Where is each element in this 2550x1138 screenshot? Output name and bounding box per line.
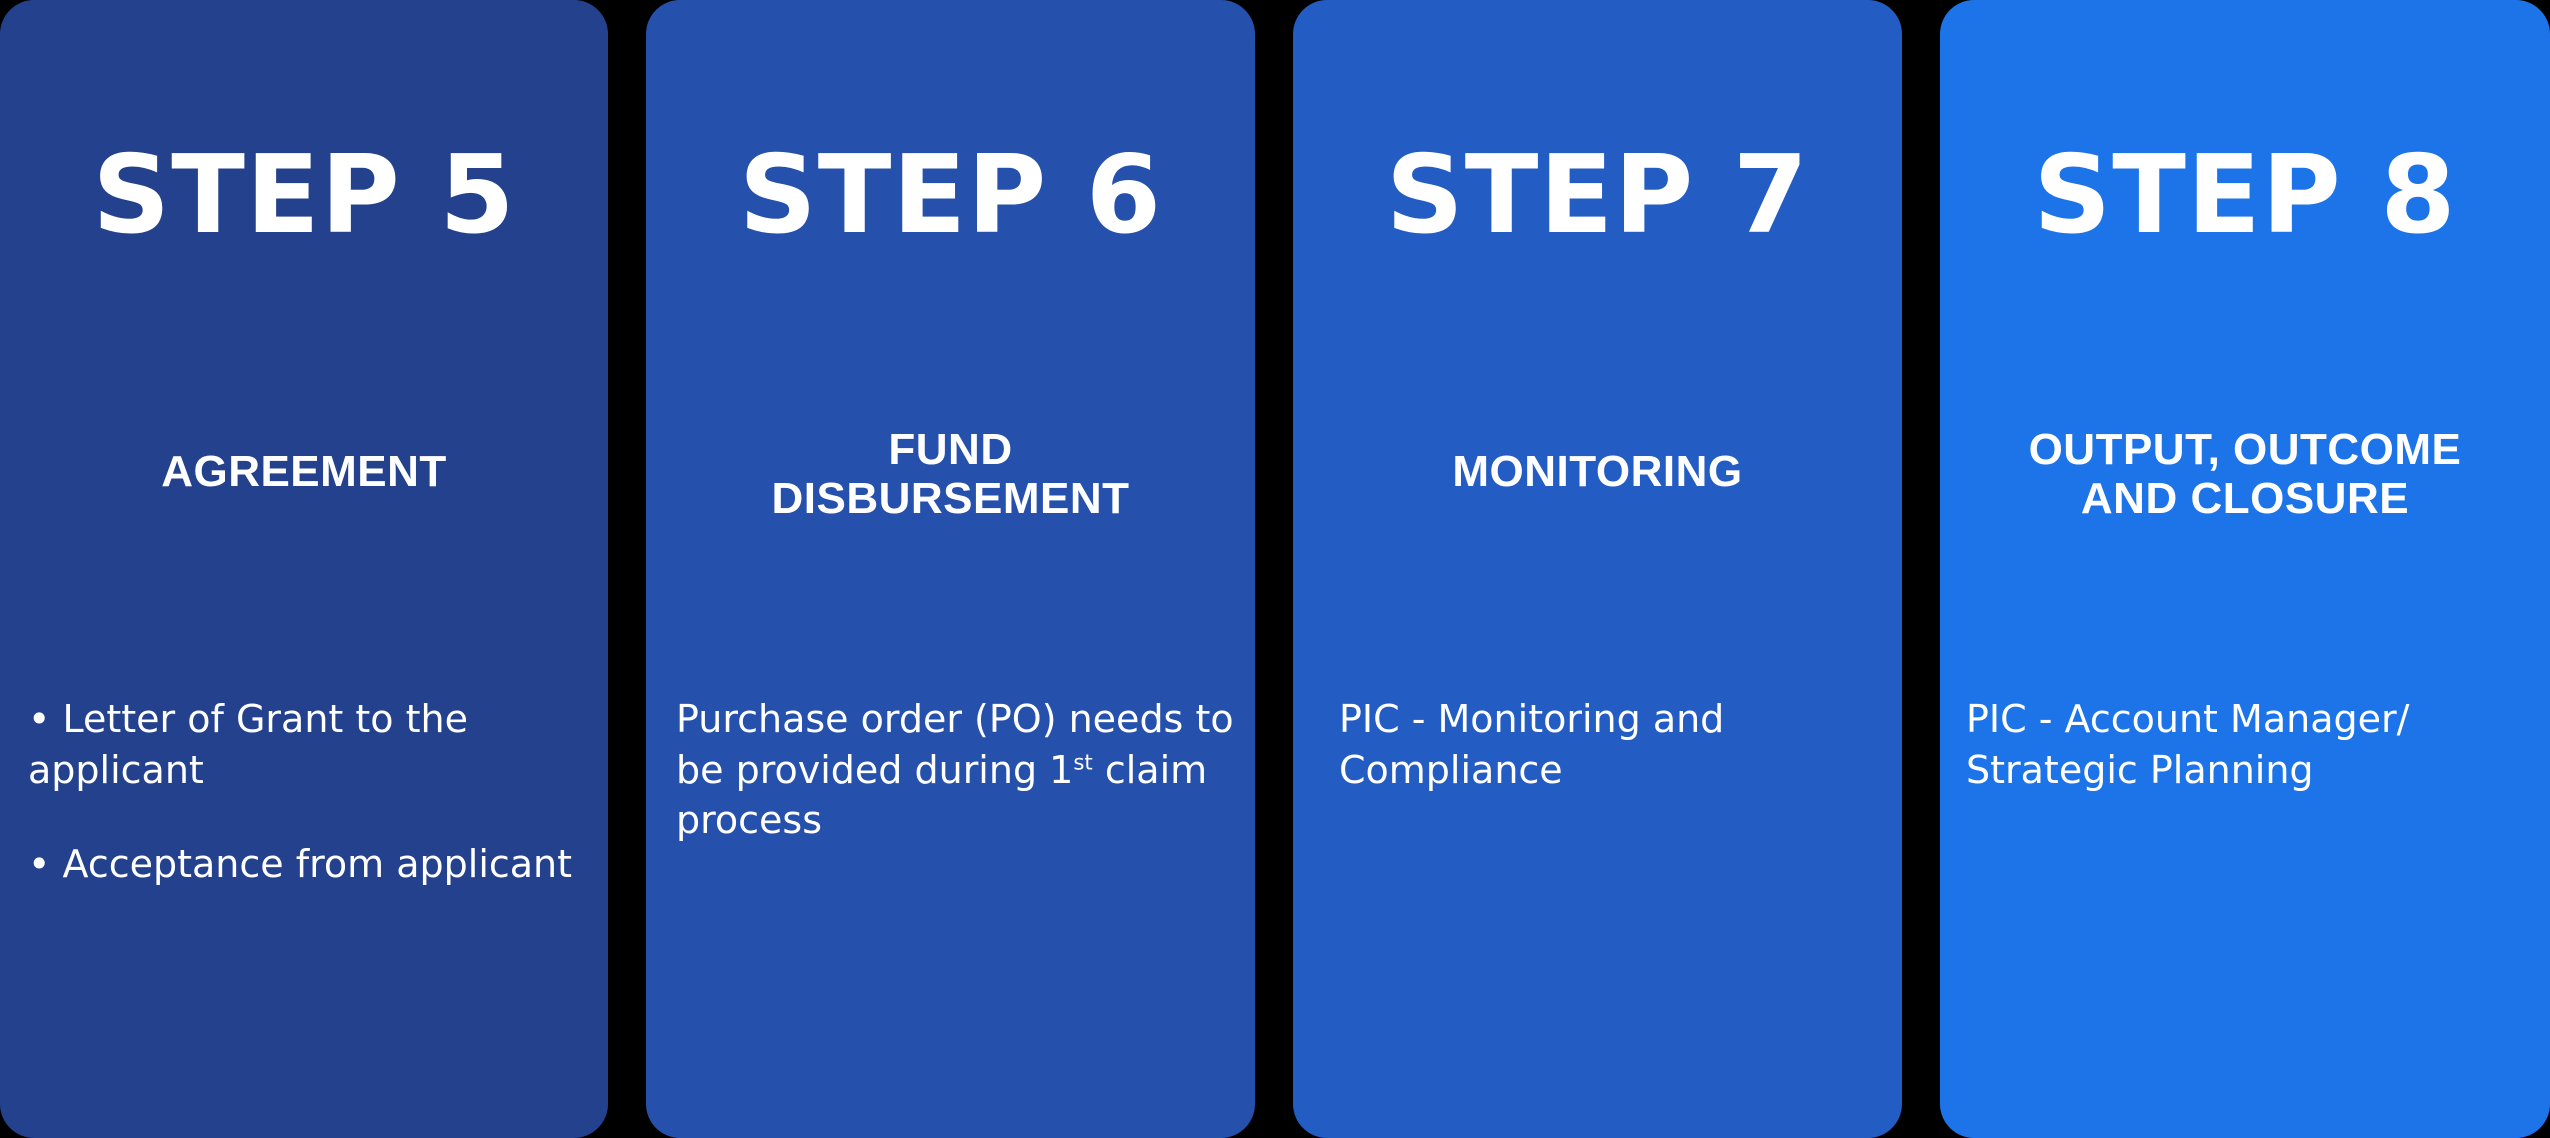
step-card-8[interactable]: STEP 8 OUTPUT, OUTCOME AND CLOSURE PIC -… <box>1940 0 2550 1138</box>
step-subtitle-line-1: FUND <box>888 425 1013 474</box>
step-title-6: STEP 6 <box>738 133 1163 258</box>
body-paragraph: PIC - Monitoring and Compliance <box>1339 697 1725 792</box>
step-subtitle-line-2: DISBURSEMENT <box>771 474 1130 524</box>
body-text-suffix: claim process <box>676 747 1208 843</box>
body-paragraph: Purchase order (PO) needs to be provided… <box>676 694 1241 846</box>
body-text-prefix: Purchase order (PO) needs to be provided… <box>676 697 1234 792</box>
step-subtitle-line-1: OUTPUT, OUTCOME <box>2028 425 2462 474</box>
step-title-7: STEP 7 <box>1385 133 1810 258</box>
step-title-8: STEP 8 <box>2033 133 2457 258</box>
step-title-5: STEP 5 <box>92 133 516 258</box>
step-subtitle-7: MONITORING <box>1452 447 1743 496</box>
step-subtitle-6: FUND DISBURSEMENT <box>666 425 1235 524</box>
step-card-7[interactable]: STEP 7 MONITORING PIC - Monitoring and C… <box>1293 0 1902 1138</box>
step-body-8: PIC - Account Manager/ Strategic Plannin… <box>1966 694 2532 795</box>
list-item: • Letter of Grant to the applicant <box>28 697 468 792</box>
step-subtitle-line-2: AND CLOSURE <box>2080 474 2410 524</box>
step-subtitle-5: AGREEMENT <box>161 447 447 496</box>
body-paragraph: PIC - Account Manager/ Strategic Plannin… <box>1966 697 2410 792</box>
step-body-6: Purchase order (PO) needs to be provided… <box>676 694 1241 846</box>
step-body-7: PIC - Monitoring and Compliance <box>1339 694 1884 795</box>
list-item: • Acceptance from applicant <box>28 842 573 887</box>
step-body-5: • Letter of Grant to the applicant • Acc… <box>28 694 590 890</box>
step-subtitle-8: OUTPUT, OUTCOME AND CLOSURE <box>1960 425 2530 524</box>
step-card-5[interactable]: STEP 5 AGREEMENT • Letter of Grant to th… <box>0 0 608 1138</box>
ordinal-superscript: st <box>1073 749 1093 775</box>
step-card-6[interactable]: STEP 6 FUND DISBURSEMENT Purchase order … <box>646 0 1255 1138</box>
